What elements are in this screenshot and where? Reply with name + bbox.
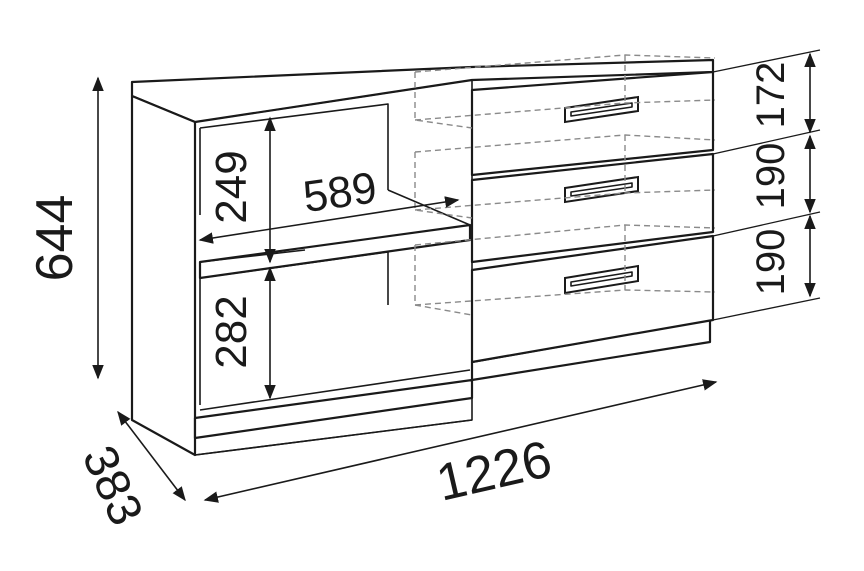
label-drawer-3-height: 190 [749,229,793,296]
label-shelf-width: 589 [300,163,380,222]
drawer-handle-3 [564,264,639,295]
label-total-height: 644 [26,195,84,282]
dimension-lines [92,49,821,503]
drawer-front-2 [470,152,715,264]
label-drawer-2-height: 190 [749,143,793,210]
label-depth: 383 [72,438,153,533]
drawer-front-1 [470,70,715,177]
label-drawer-1-height: 172 [749,62,793,129]
left-side-panel [130,94,197,457]
hidden-drawer-boxes [414,54,716,316]
label-upper-shelf-height: 249 [207,150,256,223]
label-lower-shelf-height: 282 [207,295,256,368]
plinth [193,378,474,440]
drawer-fronts [470,70,715,364]
label-total-width: 1226 [431,430,557,513]
